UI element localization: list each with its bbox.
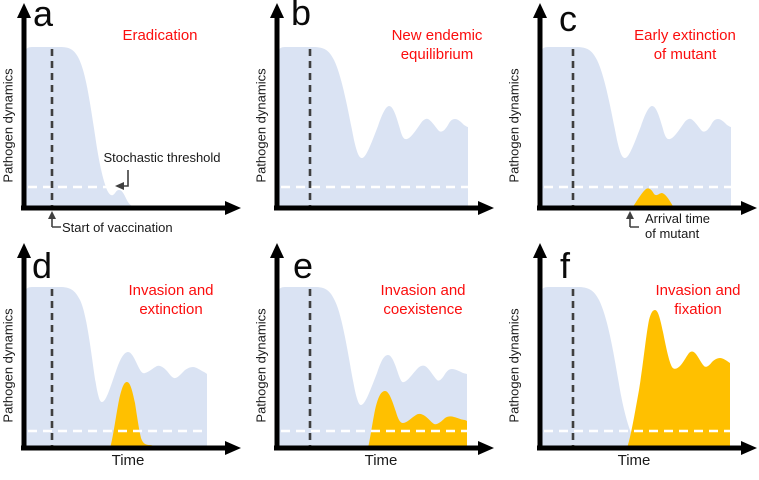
panel-e-plot [270, 243, 494, 455]
panel-title-line2: extinction [139, 301, 203, 318]
y-axis-label: Pathogen dynamics [506, 68, 522, 183]
panel-f: f Pathogen dynamics Invasion and fixatio… [506, 240, 759, 480]
wildtype-dynamics-curve [279, 47, 468, 208]
arrival-pointer-arrowhead [626, 211, 634, 219]
panel-letter: d [32, 245, 53, 286]
panel-title-line1: Early extinction [634, 27, 736, 44]
wildtype-dynamics-curve [542, 287, 645, 448]
vaccination-pointer-arrowhead [48, 211, 56, 219]
threshold-annotation: Stochastic threshold [103, 150, 221, 165]
panel-letter: c [559, 0, 577, 39]
wildtype-dynamics-curve [26, 47, 136, 208]
panel-letter: f [560, 245, 571, 286]
threshold-pointer-arrowhead [115, 182, 124, 190]
wildtype-dynamics-curve [279, 287, 467, 448]
panel-letter: e [293, 245, 314, 286]
panel-f-plot [533, 243, 757, 455]
mutant-dynamics-curve [632, 188, 674, 208]
panel-title-line1: New endemic [391, 27, 483, 44]
y-axis-arrowhead [533, 3, 547, 18]
wildtype-dynamics-curve [26, 287, 207, 448]
x-axis-arrowhead [225, 441, 241, 455]
panel-d-plot [17, 243, 241, 455]
y-axis-arrowhead [270, 3, 284, 18]
panel-title-line2: coexistence [383, 301, 463, 318]
panel-c: c Pathogen dynamics Early extinction of … [506, 0, 759, 241]
arrival-annotation-line2: of mutant [645, 226, 700, 241]
x-axis-arrowhead [741, 201, 757, 215]
x-axis-arrowhead [225, 201, 241, 215]
panel-title: Invasion and fixation [613, 281, 759, 319]
x-axis-arrowhead [478, 201, 494, 215]
y-axis-arrowhead [533, 243, 547, 258]
panel-b-plot [270, 3, 494, 215]
threshold-pointer-line [123, 170, 129, 187]
x-axis-arrowhead [478, 441, 494, 455]
x-axis-label: Time [364, 452, 398, 469]
panel-title: Invasion and extinction [86, 281, 256, 319]
y-axis-label: Pathogen dynamics [0, 68, 16, 183]
panel-a: a Pathogen dynamics Eradication Stochast… [0, 0, 253, 240]
panel-title: New endemic equilibrium [352, 26, 522, 64]
y-axis-arrowhead [270, 243, 284, 258]
panel-title: Invasion and coexistence [338, 281, 508, 319]
x-axis-label: Time [111, 452, 145, 469]
panel-d: d Pathogen dynamics Invasion and extinct… [0, 240, 253, 480]
y-axis-label: Pathogen dynamics [253, 68, 269, 183]
vaccination-annotation: Start of vaccination [62, 220, 173, 235]
panel-a-plot [17, 3, 241, 228]
y-axis-label: Pathogen dynamics [253, 308, 269, 423]
panel-title-line1: Invasion and [655, 282, 741, 299]
panel-title-line1: Invasion and [380, 282, 466, 299]
panel-title-line1: Invasion and [128, 282, 214, 299]
arrival-annotation: Arrival time of mutant [645, 211, 710, 241]
panel-letter: a [33, 0, 54, 34]
wildtype-dynamics-curve [542, 47, 731, 208]
y-axis-arrowhead [17, 243, 31, 258]
mutant-dynamics-curve [627, 310, 730, 448]
y-axis-arrowhead [17, 3, 31, 18]
x-axis-arrowhead [741, 441, 757, 455]
y-axis-label: Pathogen dynamics [506, 308, 522, 423]
panel-letter: b [291, 0, 312, 33]
mutant-dynamics-curve [368, 391, 467, 448]
y-axis-label: Pathogen dynamics [0, 308, 16, 423]
panel-title-line2: fixation [674, 301, 722, 318]
panel-e: e Pathogen dynamics Invasion and coexist… [253, 240, 506, 480]
arrival-annotation-line1: Arrival time [645, 211, 711, 226]
x-axis-label: Time [617, 452, 651, 469]
panel-title: Early extinction of mutant [600, 26, 759, 64]
panel-title-line2: equilibrium [400, 46, 474, 63]
panel-title-line2: of mutant [653, 46, 717, 63]
panel-b: b Pathogen dynamics New endemic equilibr… [253, 0, 506, 240]
panel-title-line1: Eradication [122, 27, 198, 44]
panel-title: Eradication [75, 26, 245, 45]
panel-c-plot [533, 3, 757, 228]
